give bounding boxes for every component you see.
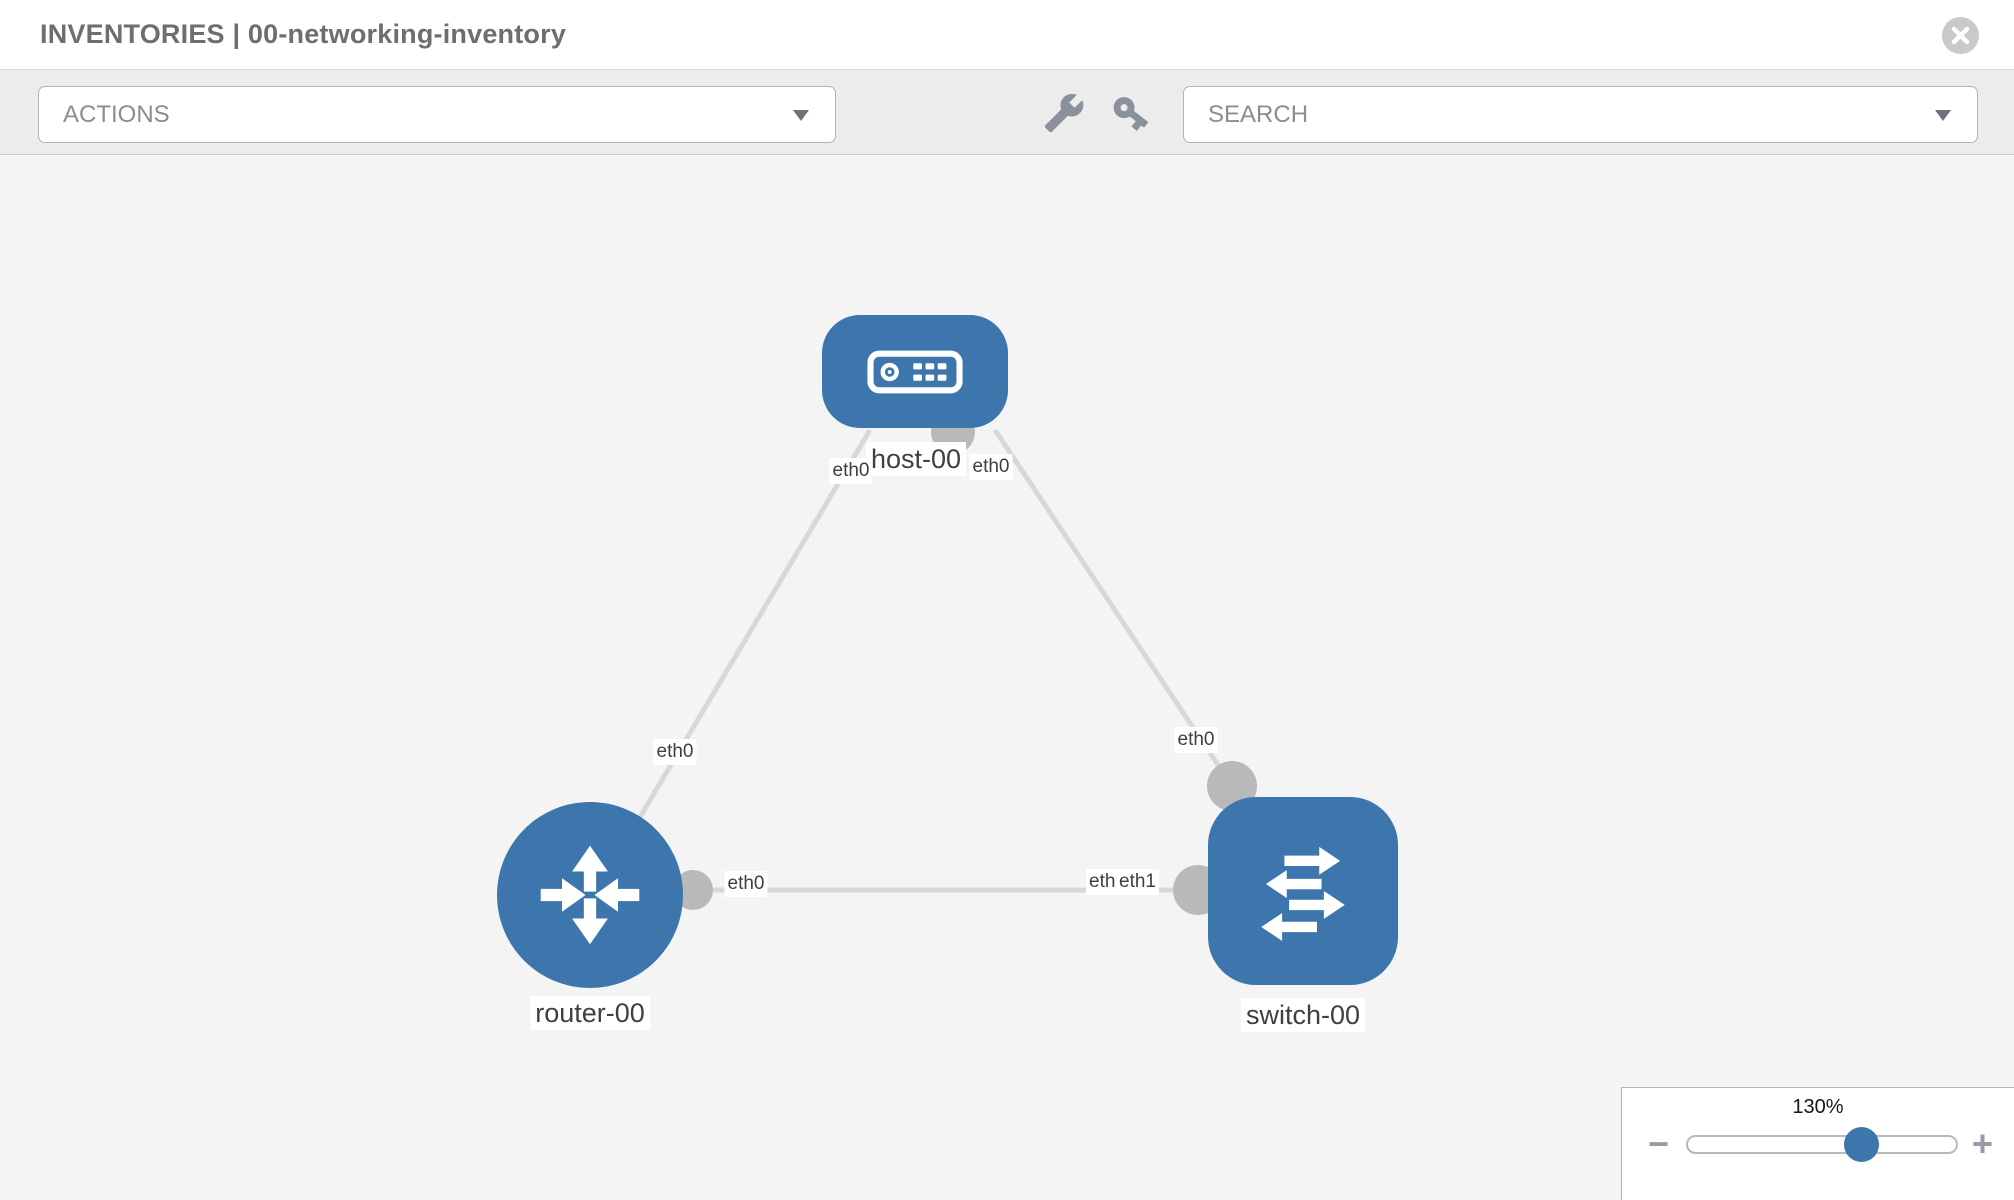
link-host-switch[interactable] bbox=[992, 428, 1235, 788]
router-icon bbox=[540, 845, 640, 945]
search-dropdown[interactable]: SEARCH bbox=[1183, 86, 1978, 143]
iface-label-host-to-switch: eth0 bbox=[969, 454, 1013, 480]
links-layer bbox=[637, 410, 1257, 915]
node-label-switch: switch-00 bbox=[1240, 998, 1366, 1032]
chevron-down-icon bbox=[793, 109, 809, 121]
topology-canvas[interactable]: host-00 router-00 switch-00 eth0 eth0 et… bbox=[0, 155, 2014, 1200]
node-label-router: router-00 bbox=[530, 996, 650, 1030]
iface-label-host-to-router: eth0 bbox=[829, 458, 873, 484]
close-button[interactable] bbox=[1942, 17, 1979, 54]
actions-dropdown[interactable]: ACTIONS bbox=[38, 86, 836, 143]
search-placeholder: SEARCH bbox=[1208, 101, 1309, 128]
iface-label-router-to-switch: eth0 bbox=[724, 871, 768, 897]
close-icon bbox=[1951, 26, 1970, 45]
tools-button[interactable] bbox=[1043, 92, 1089, 138]
zoom-out-button[interactable]: − bbox=[1648, 1123, 1670, 1164]
iface-label-switch-to-host: eth0 bbox=[1174, 727, 1218, 753]
node-host[interactable] bbox=[822, 315, 1008, 428]
node-router[interactable] bbox=[497, 802, 683, 988]
actions-dropdown-label: ACTIONS bbox=[63, 101, 170, 128]
page-title: INVENTORIES | 00-networking-inventory bbox=[40, 19, 567, 49]
node-label-host: host-00 bbox=[865, 442, 967, 476]
zoom-slider[interactable] bbox=[1686, 1127, 1958, 1162]
chevron-down-icon bbox=[1935, 109, 1951, 121]
toolbar: ACTIONS SEARCH bbox=[0, 69, 2014, 155]
port-circle-router bbox=[673, 870, 713, 910]
switch-icon bbox=[1261, 846, 1345, 941]
wrench-icon bbox=[1044, 93, 1084, 133]
key-button[interactable] bbox=[1110, 92, 1156, 138]
zoom-value: 130% bbox=[1792, 1096, 1844, 1118]
zoom-panel: 130% − + bbox=[1621, 1087, 2014, 1200]
host-icon bbox=[867, 350, 963, 393]
key-icon bbox=[1113, 97, 1149, 131]
iface-label-router-to-host: eth0 bbox=[653, 739, 697, 765]
zoom-slider-thumb[interactable] bbox=[1844, 1127, 1879, 1162]
zoom-in-button[interactable]: + bbox=[1972, 1123, 1994, 1164]
node-switch[interactable] bbox=[1208, 797, 1398, 985]
iface-label-switch-eth1: eth1 bbox=[1116, 869, 1159, 895]
header: INVENTORIES | 00-networking-inventory bbox=[0, 0, 2014, 69]
